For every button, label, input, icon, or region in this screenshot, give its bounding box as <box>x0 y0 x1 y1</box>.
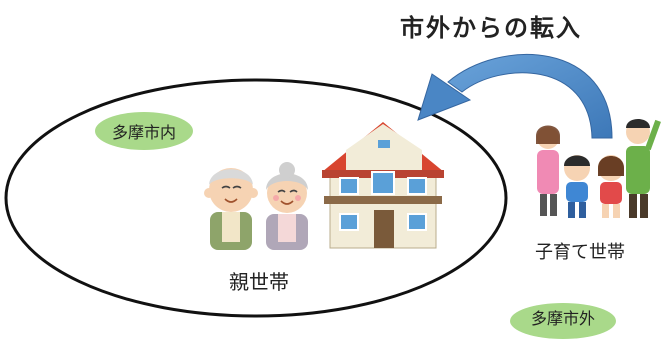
family-icon <box>536 119 661 218</box>
outer-region-badge: 多摩市外 <box>510 303 616 339</box>
parent-household-label: 親世帯 <box>229 270 289 294</box>
diagram: 市外からの転入 多摩市内 親世帯 子育て世帯 多摩市外 <box>4 14 661 339</box>
inner-region-ellipse <box>4 78 508 318</box>
child-household-label: 子育て世帯 <box>535 242 625 263</box>
outer-region-label: 多摩市外 <box>530 309 595 328</box>
diagram-title: 市外からの転入 <box>400 14 582 42</box>
arrow-icon <box>417 54 613 139</box>
inner-region-label: 多摩市内 <box>111 123 176 142</box>
grandfather-icon <box>204 168 258 250</box>
grandmother-icon <box>266 162 308 250</box>
house-icon <box>322 122 444 249</box>
inner-region-badge: 多摩市内 <box>95 112 193 150</box>
diagram-canvas <box>4 54 661 318</box>
